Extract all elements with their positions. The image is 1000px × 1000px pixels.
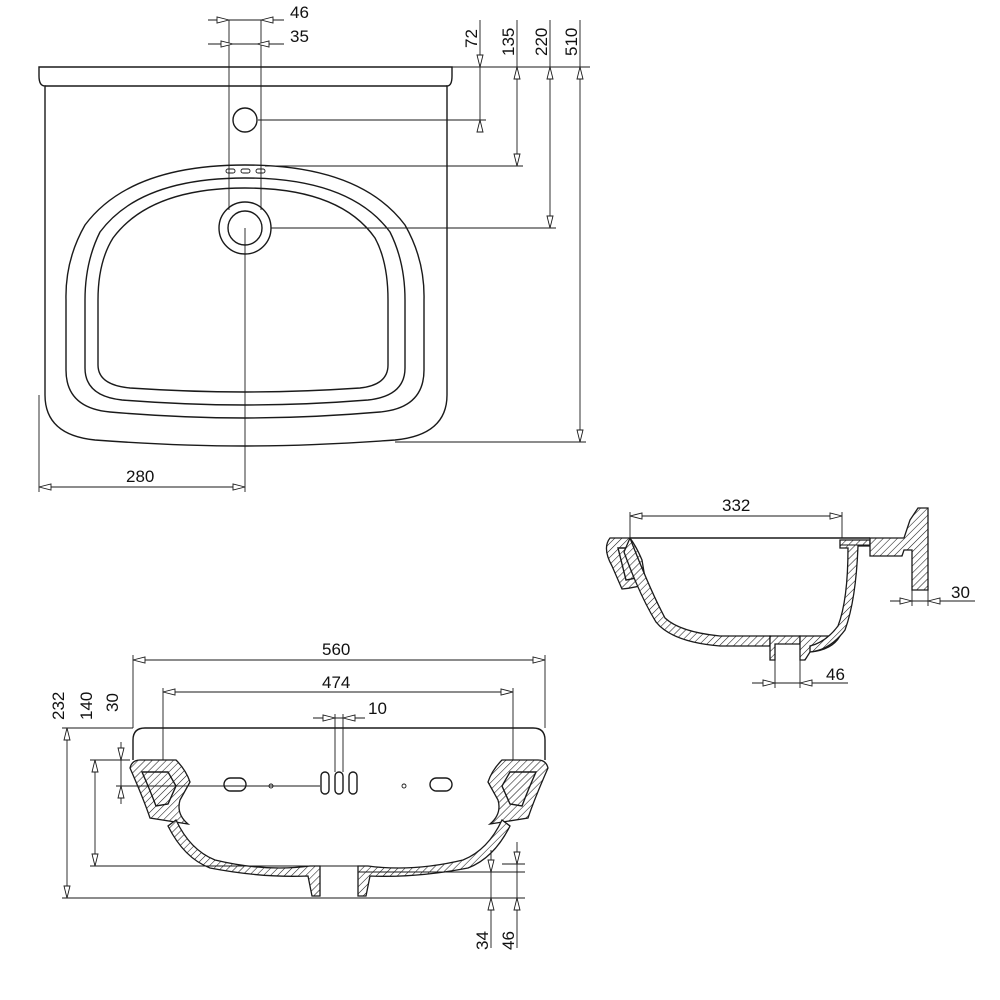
basin-outer-outline bbox=[38, 66, 453, 447]
dim-280-arrow-right bbox=[232, 483, 246, 491]
dim-560-arrow-right bbox=[532, 656, 546, 664]
dim-560-arrow-left bbox=[132, 656, 146, 664]
dim-135-arrow-top bbox=[513, 66, 521, 80]
dim-510-label: 510 bbox=[562, 28, 581, 56]
side-drain-section bbox=[769, 635, 801, 661]
front-bowl-section-right bbox=[357, 818, 511, 897]
dim-140-arrow-top bbox=[91, 759, 99, 773]
front-overflow-left bbox=[223, 777, 247, 792]
dim-332-label: 332 bbox=[722, 496, 750, 515]
dim-46-front-label: 46 bbox=[499, 931, 518, 950]
dim-220-label: 220 bbox=[532, 28, 551, 56]
side-bowl-wall-section bbox=[623, 536, 771, 647]
dim-232-arrow-bottom bbox=[63, 885, 71, 899]
front-left-rim-cavity bbox=[140, 771, 177, 807]
front-right-rim-section bbox=[487, 759, 549, 826]
dim-280-label: 280 bbox=[126, 467, 154, 486]
dim-135-arrow-bottom bbox=[513, 153, 521, 167]
dim-35-arrow-left bbox=[220, 40, 234, 48]
dim-474-arrow-left bbox=[162, 688, 176, 696]
front-slot-1 bbox=[320, 771, 330, 795]
dim-46s-arrow-right bbox=[799, 679, 813, 687]
dim-46f-arrow-top bbox=[513, 851, 521, 865]
dim-34-arrow-top bbox=[487, 859, 495, 873]
dim-10-arrow-right bbox=[342, 714, 356, 722]
dim-46s-label: 46 bbox=[826, 665, 845, 684]
side-back-wall-section bbox=[809, 539, 871, 653]
dim-332-arrow-right bbox=[829, 512, 843, 520]
front-pin-hole-right bbox=[401, 783, 407, 789]
dim-35-label: 35 bbox=[290, 27, 309, 46]
dim-35-arrow-right bbox=[256, 40, 270, 48]
dim-135-label: 135 bbox=[499, 28, 518, 56]
dim-34-label: 34 bbox=[473, 931, 492, 950]
dim-220-arrow-bottom bbox=[546, 215, 554, 229]
dim-30-label: 30 bbox=[951, 583, 970, 602]
front-overflow-right bbox=[429, 777, 453, 792]
front-slot-2 bbox=[334, 771, 344, 795]
dim-46f-arrow-bottom bbox=[513, 897, 521, 911]
bowl-inner-basin bbox=[97, 187, 389, 393]
overflow-slot-right bbox=[255, 168, 266, 174]
top-view: 46 35 72 135 220 510 bbox=[38, 3, 590, 492]
tap-hole bbox=[232, 107, 258, 133]
dim-510-arrow-top bbox=[576, 66, 584, 80]
front-view: 560 474 10 232 140 30 bbox=[49, 640, 549, 950]
dim-30-f-arrow-bottom bbox=[117, 785, 125, 799]
front-slot-3 bbox=[348, 771, 358, 795]
overflow-slot-center bbox=[240, 168, 251, 174]
dim-10-label: 10 bbox=[368, 699, 387, 718]
dim-72-arrow-top bbox=[476, 54, 484, 68]
dim-46-arrow-left bbox=[216, 16, 230, 24]
dim-46-label: 46 bbox=[290, 3, 309, 22]
dim-46-arrow-right bbox=[260, 16, 274, 24]
dim-30-f-arrow-top bbox=[117, 747, 125, 761]
dim-332-arrow-left bbox=[629, 512, 643, 520]
dim-34-arrow-bottom bbox=[487, 897, 495, 911]
front-right-rim-cavity bbox=[501, 771, 538, 807]
dim-474-label: 474 bbox=[322, 673, 350, 692]
dim-280-arrow-left bbox=[38, 483, 52, 491]
dim-10-arrow-left bbox=[322, 714, 336, 722]
dim-220-arrow-top bbox=[546, 66, 554, 80]
dim-140-label: 140 bbox=[77, 692, 96, 720]
dim-232-arrow-top bbox=[63, 727, 71, 741]
dim-140-arrow-bottom bbox=[91, 853, 99, 867]
overflow-slot-left bbox=[225, 168, 236, 174]
front-left-rim-section bbox=[129, 759, 191, 826]
dim-510-arrow-bottom bbox=[576, 429, 584, 443]
dim-72-arrow-bottom bbox=[476, 119, 484, 133]
dim-30-front-label: 30 bbox=[103, 693, 122, 712]
dim-474-arrow-right bbox=[500, 688, 514, 696]
front-rim-outline bbox=[132, 727, 546, 760]
dim-232-label: 232 bbox=[49, 692, 68, 720]
dim-30-arrow-left bbox=[899, 597, 913, 605]
dim-72-label: 72 bbox=[462, 29, 481, 48]
side-view: 332 30 46 bbox=[605, 496, 975, 688]
front-bowl-section bbox=[167, 818, 321, 897]
dim-46s-arrow-left bbox=[762, 679, 776, 687]
side-wall-bracket bbox=[869, 507, 929, 591]
dim-560-label: 560 bbox=[322, 640, 350, 659]
dim-30-arrow-right bbox=[927, 597, 941, 605]
